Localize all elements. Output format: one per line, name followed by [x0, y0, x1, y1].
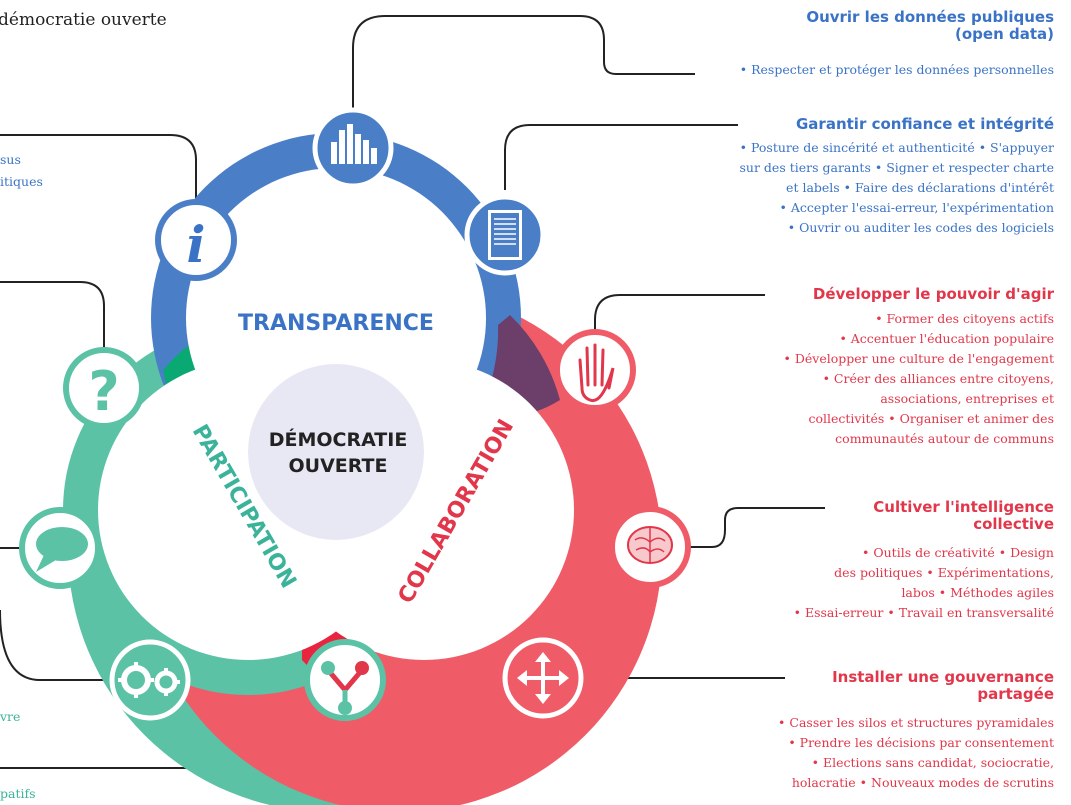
left-fragment-1: sus	[0, 152, 21, 167]
heading-open-data: Ouvrir les données publiques (open data)	[806, 9, 1054, 43]
text-line: sur des tiers garants • Signer et respec…	[739, 160, 1054, 175]
svg-text:i: i	[187, 215, 206, 274]
text-line: collectivités • Organiser et animer des	[808, 411, 1054, 426]
hand-icon	[554, 329, 636, 411]
bar-chart-icon	[312, 107, 394, 189]
text-line: • Accepter l'essai-erreur, l'expérimenta…	[779, 200, 1054, 215]
heading-gouvernance-text: Installer une gouvernance partagée	[832, 668, 1054, 703]
text-line: communautés autour de communs	[835, 431, 1054, 446]
text-pouvoir-agir: • Former des citoyens actifs • Accentuer…	[784, 309, 1054, 449]
text-confiance: • Posture de sincérité et authenticité •…	[740, 138, 1054, 238]
text-line: • Prendre les décisions par consentement	[788, 735, 1054, 750]
heading-confiance-text: Garantir confiance et intégrité	[796, 115, 1054, 133]
heading-open-data-text: Ouvrir les données publiques (open data)	[806, 8, 1054, 43]
text-line: • Ouvrir ou auditer les codes des logici…	[787, 220, 1054, 235]
text-line: • Outils de créativité • Design	[862, 545, 1054, 560]
text-line: des politiques • Expérimentations,	[834, 565, 1054, 580]
share-icon	[304, 639, 386, 721]
text-line: et labels • Faire des déclarations d'int…	[786, 180, 1054, 195]
text-line: • Casser les silos et structures pyramid…	[778, 715, 1054, 730]
left-fragment-2: itiques	[0, 174, 43, 189]
text-line: • Créer des alliances entre citoyens,	[822, 371, 1054, 386]
text-line: • Former des citoyens actifs	[875, 311, 1054, 326]
info-icon: i	[155, 199, 237, 281]
heading-intelligence-text: Cultiver l'intelligence collective	[873, 498, 1054, 533]
text-line: holacratie • Nouveaux modes de scrutins	[791, 775, 1054, 790]
speech-bubble-icon	[19, 507, 101, 589]
text-line: • Essai-erreur • Travail en transversali…	[793, 605, 1054, 620]
page-title: démocratie ouverte	[0, 10, 167, 30]
text-intelligence: • Outils de créativité • Design des poli…	[794, 543, 1054, 623]
text-line: associations, entreprises et	[880, 391, 1054, 406]
heading-gouvernance: Installer une gouvernance partagée	[832, 669, 1054, 703]
svg-text:?: ?	[88, 360, 119, 423]
text-line: • Développer une culture de l'engagement	[783, 351, 1054, 366]
heading-pouvoir-agir-text: Développer le pouvoir d'agir	[812, 285, 1054, 303]
text-line: • Posture de sincérité et authenticité •…	[739, 140, 1054, 155]
text-gouvernance: • Casser les silos et structures pyramid…	[778, 713, 1054, 793]
center-label-line1: DÉMOCRATIE	[269, 428, 408, 451]
heading-confiance: Garantir confiance et intégrité	[796, 116, 1054, 133]
text-line: labos • Méthodes agiles	[901, 585, 1054, 600]
document-icon	[464, 194, 546, 276]
brain-icon	[609, 506, 691, 588]
pillar-label-transparence: TRANSPARENCE	[238, 311, 434, 336]
heading-pouvoir-agir: Développer le pouvoir d'agir	[813, 286, 1054, 303]
left-fragment-4: patifs	[0, 786, 36, 801]
text-line: • Elections sans candidat, sociocratie,	[811, 755, 1054, 770]
center-label-line2: OUVERTE	[289, 455, 388, 477]
center-circle	[248, 364, 424, 540]
arrows-icon	[502, 637, 584, 719]
text-line: • Respecter et protéger les données pers…	[739, 62, 1054, 77]
heading-intelligence: Cultiver l'intelligence collective	[873, 499, 1054, 533]
text-open-data: • Respecter et protéger les données pers…	[740, 60, 1054, 80]
question-icon: ?	[63, 347, 145, 429]
left-fragment-3: vre	[0, 709, 21, 724]
gears-icon	[109, 639, 191, 721]
text-line: • Accentuer l'éducation populaire	[839, 331, 1054, 346]
